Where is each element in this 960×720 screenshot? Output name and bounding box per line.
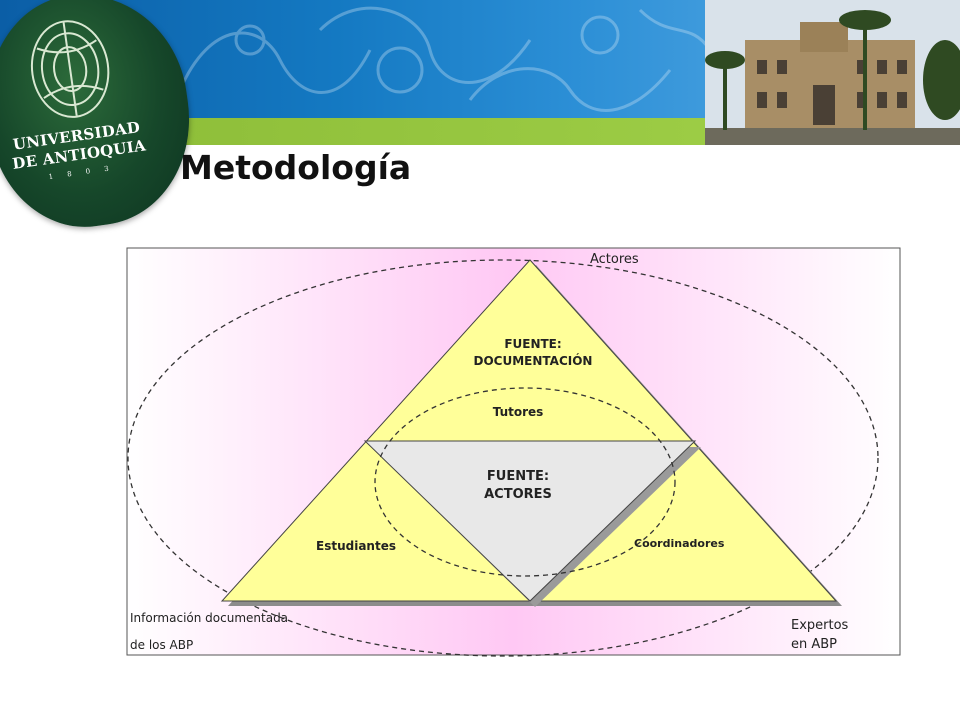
inner-ellipse-label: Tutores <box>492 405 544 419</box>
left-corner-label: Estudiantes <box>316 539 396 553</box>
banner-ornament-pattern <box>178 6 710 112</box>
bottom-right-label-line2: en ABP <box>791 637 838 652</box>
bottom-right-label-line1: Expertos <box>791 618 849 633</box>
center-label-line1: FUENTE: <box>486 469 550 484</box>
banner-green-strip <box>180 118 705 145</box>
outer-ellipse-actores <box>127 259 879 657</box>
right-corner-label: Coordinadores <box>634 537 725 550</box>
center-triangle <box>363 440 697 602</box>
page-title: Metodología <box>180 148 412 187</box>
bottom-left-label-line2: de los ABP <box>130 638 194 652</box>
university-logo: UNIVERSIDAD DE ANTIOQUIA 1 8 0 3 <box>0 0 204 239</box>
top-section-label-line1: FUENTE: <box>504 337 562 351</box>
bottom-left-label-line1: Información documentada <box>130 611 289 625</box>
university-crest-icon <box>30 20 110 118</box>
top-section-label-line2: DOCUMENTACIÓN <box>473 354 593 368</box>
header-banner <box>0 0 960 145</box>
center-label-line2: ACTORES <box>484 487 552 502</box>
inner-ellipse-tutores <box>374 387 676 577</box>
outer-ellipse-label: Actores <box>590 252 639 267</box>
university-building-photo <box>705 0 960 145</box>
